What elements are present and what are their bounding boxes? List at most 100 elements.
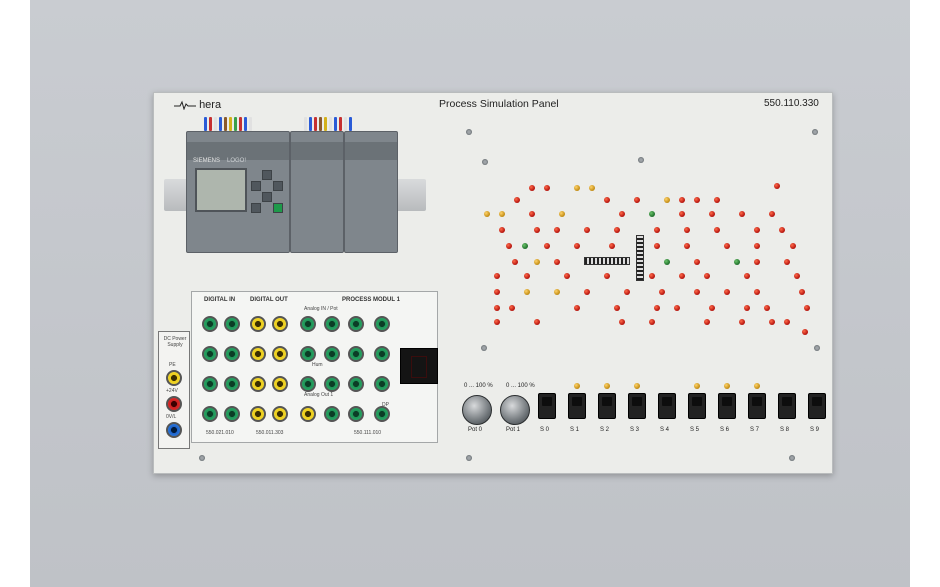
indicator-led [499,211,505,217]
indicator-led [574,185,580,191]
indicator-led [764,305,770,311]
pot1-range: 0 ... 100 % [506,383,535,389]
indicator-led [754,243,760,249]
pot1-knob[interactable] [500,395,530,425]
di-socket[interactable] [224,376,240,392]
do-socket[interactable] [250,406,266,422]
indicator-led [529,185,535,191]
di-socket[interactable] [202,346,218,362]
pot0-range: 0 ... 100 % [464,383,493,389]
screw-icon [466,455,472,461]
process-socket[interactable] [348,406,364,422]
analog-out-label: Analog Out 1 [304,392,334,398]
switch-s1[interactable] [568,393,586,419]
indicator-led [739,319,745,325]
digital-in-title: DIGITAL IN [204,297,236,303]
di-socket[interactable] [224,316,240,332]
indicator-led [694,259,700,265]
indicator-led [584,289,590,295]
process-socket[interactable] [300,346,316,362]
do-socket[interactable] [272,316,288,332]
pot0-knob[interactable] [462,395,492,425]
plus24-label: +24V [166,388,178,394]
di-socket[interactable] [202,406,218,422]
indicator-led [784,319,790,325]
indicator-led [714,227,720,233]
indicator-led [544,243,550,249]
process-socket[interactable] [324,316,340,332]
indicator-led [529,211,535,217]
switch-s2[interactable] [598,393,616,419]
switch-s3[interactable] [628,393,646,419]
indicator-led [654,243,660,249]
plc-model: LOGO! [227,158,247,164]
process-socket[interactable] [324,346,340,362]
do-socket[interactable] [250,346,266,362]
indicator-led [649,273,655,279]
switch-s9[interactable] [808,393,826,419]
indicator-led [514,197,520,203]
di-socket[interactable] [202,376,218,392]
switch-s4[interactable] [658,393,676,419]
hera-logo: hera [174,99,221,111]
process-socket[interactable] [348,346,364,362]
do-socket[interactable] [272,376,288,392]
indicator-led [724,383,730,389]
di-socket[interactable] [224,346,240,362]
switch-s5[interactable] [688,393,706,419]
indicator-led [684,243,690,249]
indicator-led [654,305,660,311]
switch-s8[interactable] [778,393,796,419]
hum-label: Hum [312,362,323,368]
process-socket[interactable] [374,346,390,362]
pot0-label: Pot 0 [468,427,483,433]
indicator-led [779,227,785,233]
indicator-led [769,319,775,325]
switch-s0[interactable] [538,393,556,419]
indicator-led [744,273,750,279]
switch-s7[interactable] [748,393,766,419]
indicator-led [624,289,630,295]
do-socket[interactable] [250,316,266,332]
process-socket[interactable] [374,406,390,422]
process-socket[interactable] [324,376,340,392]
pot1-label: Pot 1 [506,427,521,433]
plc-expansion-module-2 [344,131,398,253]
process-socket[interactable] [300,316,316,332]
panel-part-number: 550.110.330 [764,98,819,109]
indicator-led [554,289,560,295]
process-socket[interactable] [300,376,316,392]
horizontal-bargraph [584,257,630,265]
process-socket[interactable] [374,376,390,392]
switch-s6[interactable] [718,393,736,419]
di-socket[interactable] [224,406,240,422]
panel-title: Process Simulation Panel [439,98,559,110]
process-socket[interactable] [348,316,364,332]
process-socket[interactable] [300,406,316,422]
do-socket[interactable] [250,376,266,392]
zero-volt-socket[interactable] [166,422,182,438]
indicator-led [802,329,808,335]
indicator-led [634,197,640,203]
process-socket[interactable] [374,316,390,332]
indicator-led [554,259,560,265]
indicator-led [709,305,715,311]
screw-icon [812,129,818,135]
analog-in-label: Analog IN / Pot [304,306,338,312]
indicator-led [509,305,515,311]
process-socket[interactable] [324,406,340,422]
indicator-led [512,259,518,265]
do-socket[interactable] [272,346,288,362]
pe-label: PE [169,362,176,368]
plc-brand: SIEMENS [193,158,221,164]
indicator-led [794,273,800,279]
indicator-led [494,305,500,311]
indicator-led [754,259,760,265]
plus24-socket[interactable] [166,396,182,412]
do-socket[interactable] [272,406,288,422]
switch-label: S 1 [570,427,580,433]
di-socket[interactable] [202,316,218,332]
process-socket[interactable] [348,376,364,392]
indicator-led [499,227,505,233]
pe-socket[interactable] [166,370,182,386]
